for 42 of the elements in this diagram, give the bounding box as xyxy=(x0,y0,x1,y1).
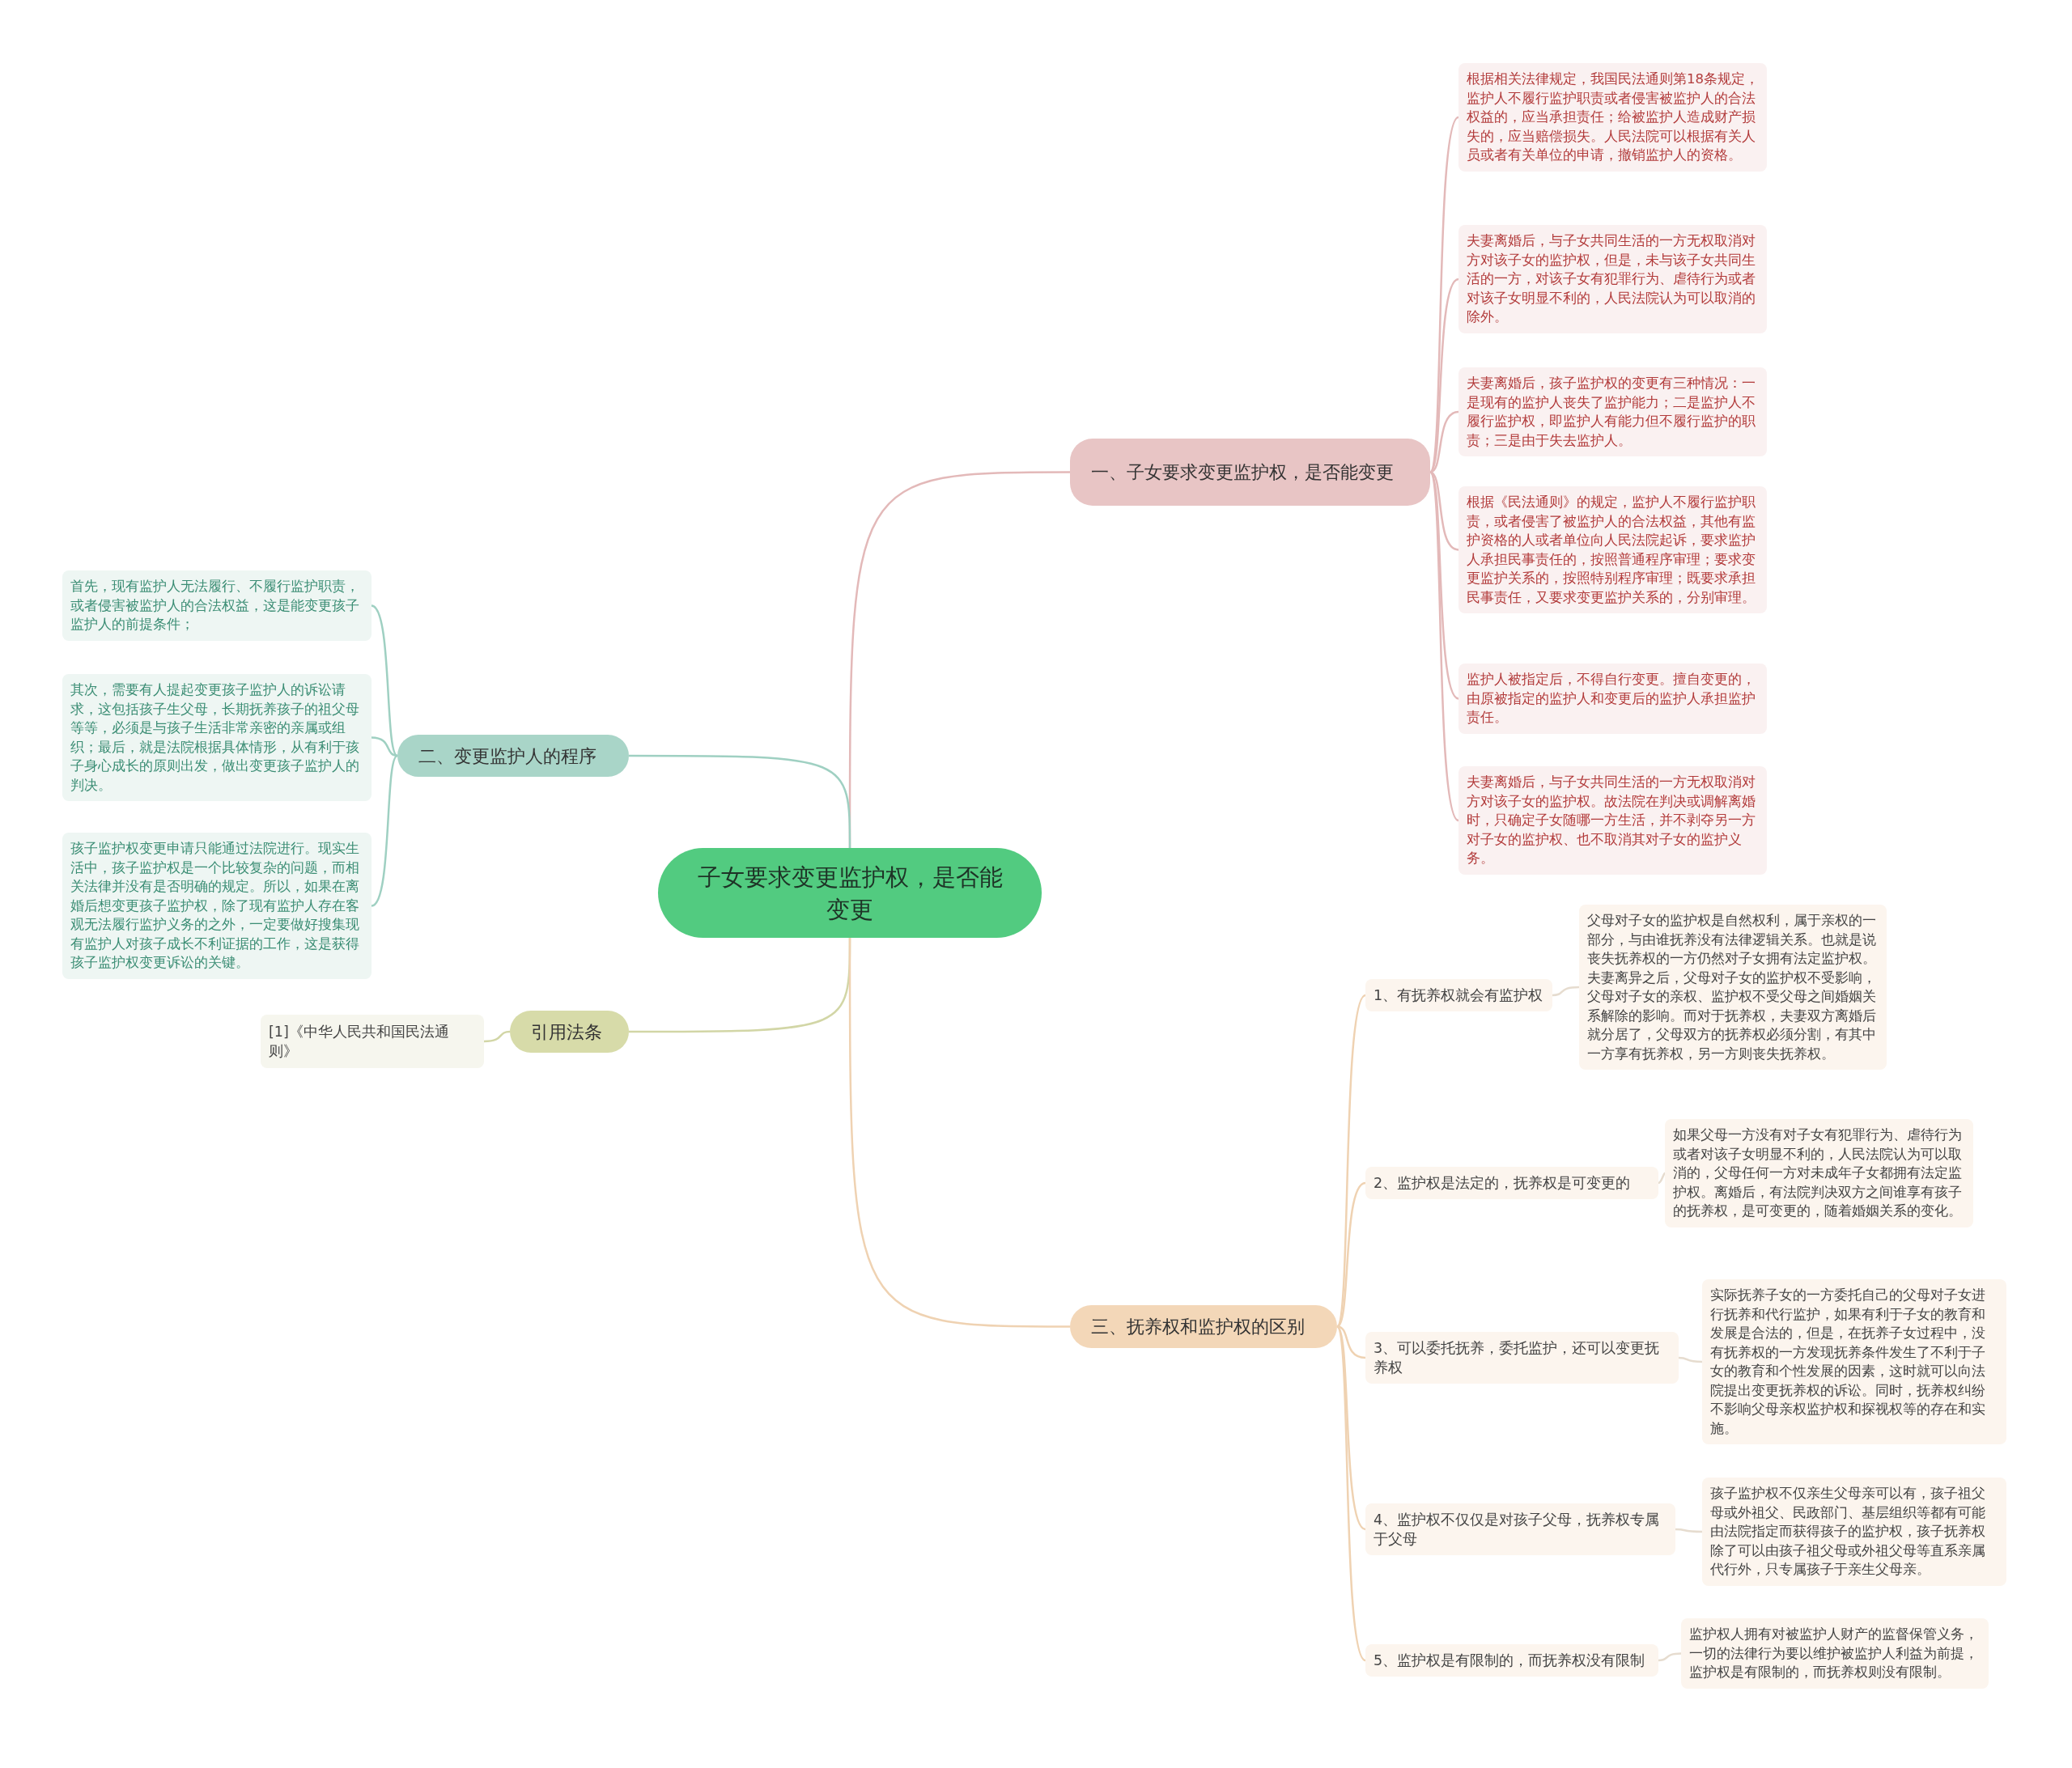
subtopic-box: 2、监护权是法定的，抚养权是可变更的 xyxy=(1365,1167,1658,1199)
connector-line xyxy=(848,938,1070,1328)
citation-box: [1]《中华人民共和国民法通则》 xyxy=(261,1015,484,1068)
note-box: 孩子监护权变更申请只能通过法院进行。现实生活中，孩子监护权是一个比较复杂的问题，而相关法律并没有是否明确的规定。所以，如果在离婚后想变更孩子监护权，除了现有监护人存在客观无法履行监护义务的之外，一定要做好搜集现有监护人对孩子成长不利证据的工作，这是获得孩子监护权变更诉讼的关键。 xyxy=(62,833,372,979)
note-box: 夫妻离婚后，孩子监护权的变更有三种情况：一是现有的监护人丧失了监护能力；二是监护人不履行监护权，即监护人有能力但不履行监护的职责；三是由于失去监护人。 xyxy=(1458,367,1767,456)
connector-line xyxy=(1675,1528,1702,1533)
connector-line xyxy=(371,604,398,757)
subtopic-box: 3、可以委托抚养，委托监护，还可以变更抚养权 xyxy=(1365,1332,1679,1384)
note-box: 夫妻离婚后，与子女共同生活的一方无权取消对方对该子女的监护权，但是，未与该子女共同生活的一方，对该子女有犯罪行为、虐待行为或者对该子女明显不利的，人民法院认为可以取消的除外。 xyxy=(1458,225,1767,333)
connector-line xyxy=(371,736,398,757)
subtopic-box: 1、有抚养权就会有监护权 xyxy=(1365,979,1552,1011)
note-box: 根据《民法通则》的规定，监护人不履行监护职责，或者侵害了被监护人的合法权益，其他有监护资格的人或者单位向人民法院起诉，要求监护人承担民事责任的，按照普通程序审理；要求变更监护关系的，按照特别程序审理；既要求承担民事责任，又要求变更监护关系的，分别审理。 xyxy=(1458,486,1767,613)
connector-line xyxy=(1678,1356,1703,1363)
connector-line xyxy=(371,755,398,907)
connector-line xyxy=(1429,117,1459,473)
note-box: 父母对子女的监护权是自然权利，属于亲权的一部分，与由谁抚养没有法律逻辑关系。也就是说丧失抚养权的一方仍然对子女拥有法定监护权。夫妻离异之后，父母对子女的监护权不受影响，父母对子女的亲权、监护权不受父母之间婚姻关系解除的影响。而对于抚养权，夫妻双方离婚后就分居了，父母双方的抚养权必须分割，有其中一方享有抚养权，另一方则丧失抚养权。 xyxy=(1579,905,1887,1070)
note-box: 根据相关法律规定，我国民法通则第18条规定，监护人不履行监护职责或者侵害被监护人的合法权益的，应当承担责任；给被监护人造成财产损失的，应当赔偿损失。人民法院可以根据有关人员或者有关单位的申请，撤销监护人的资格。 xyxy=(1458,63,1767,172)
connector-line xyxy=(1335,1325,1366,1661)
connector-line xyxy=(483,1030,511,1043)
topic-box: 二、变更监护人的程序 xyxy=(397,735,629,777)
subtopic-box: 4、监护权不仅仅是对孩子父母，抚养权专属于父母 xyxy=(1365,1503,1675,1555)
connector-line xyxy=(1658,1172,1666,1185)
note-box: 其次，需要有人提起变更孩子监护人的诉讼请求，这包括孩子生父母，长期抚养孩子的祖父母等等，必须是与孩子生活非常亲密的亲属或组织；最后，就是法院根据具体情形，从有利于孩子身心成长的原则出发，做出变更孩子监护人的判决。 xyxy=(62,674,372,801)
topic-box: 一、子女要求变更监护权，是否能变更 xyxy=(1070,439,1430,506)
note-box: 孩子监护权不仅亲生父母亲可以有，孩子祖父母或外祖父、民政部门、基层组织等都有可能由法院指定而获得孩子的监护权，孩子抚养权除了可以由孩子祖父母或外祖父母等直系亲属代行外，只专属孩子于亲生父母亲。 xyxy=(1702,1478,2006,1586)
connector-line xyxy=(1336,1325,1366,1359)
connector-line xyxy=(1658,1652,1682,1662)
central-topic: 子女要求变更监护权，是否能变更 xyxy=(658,848,1042,938)
note-box: 监护权人拥有对被监护人财产的监督保管义务，一切的法律行为要以维护被监护人利益为前提，监护权是有限制的，而抚养权则没有限制。 xyxy=(1681,1618,1989,1689)
connector-line xyxy=(629,754,851,848)
connector-line xyxy=(1552,986,1580,997)
note-box: 监护人被指定后，不得自行变更。擅自变更的，由原被指定的监护人和变更后的监护人承担监护责任。 xyxy=(1458,664,1767,734)
note-box: 如果父母一方没有对子女有犯罪行为、虐待行为或者对该子女明显不利的，人民法院认为可以取消的，父母任何一方对未成年子女都拥有法定监护权。离婚后，有法院判决双方之间谁享有孩子的抚养权，是可变更的，随着婚姻关系的变化。 xyxy=(1665,1119,1973,1227)
topic-box: 三、抚养权和监护权的区别 xyxy=(1070,1305,1337,1348)
connector-line xyxy=(1336,1325,1366,1530)
topic-box: 引用法条 xyxy=(510,1011,629,1053)
note-box: 首先，现有监护人无法履行、不履行监护职责，或者侵害被监护人的合法权益，这是能变更孩子监护人的前提条件； xyxy=(62,570,372,641)
subtopic-box: 5、监护权是有限制的，而抚养权没有限制 xyxy=(1365,1644,1658,1677)
connector-line xyxy=(1336,1181,1366,1328)
connector-line xyxy=(1429,472,1459,821)
note-box: 夫妻离婚后，与子女共同生活的一方无权取消对方对该子女的监护权。故法院在判决或调解离婚时，只确定子女随哪一方生活，并不剥夺另一方对子女的监护权、也不取消其对子女的监护义务。 xyxy=(1458,766,1767,875)
note-box: 实际抚养子女的一方委托自己的父母对子女进行抚养和代行监护，如果有利于子女的教育和发展是合法的，但是，在抚养子女过程中，没有抚养权的一方发现抚养条件发生了不利于子女的教育和个性发展的因素，这时就可以向法院提出变更抚养权的诉讼。同时，抚养权纠纷不影响父母亲权监护权和探视权等的存在和实施。 xyxy=(1702,1279,2006,1444)
